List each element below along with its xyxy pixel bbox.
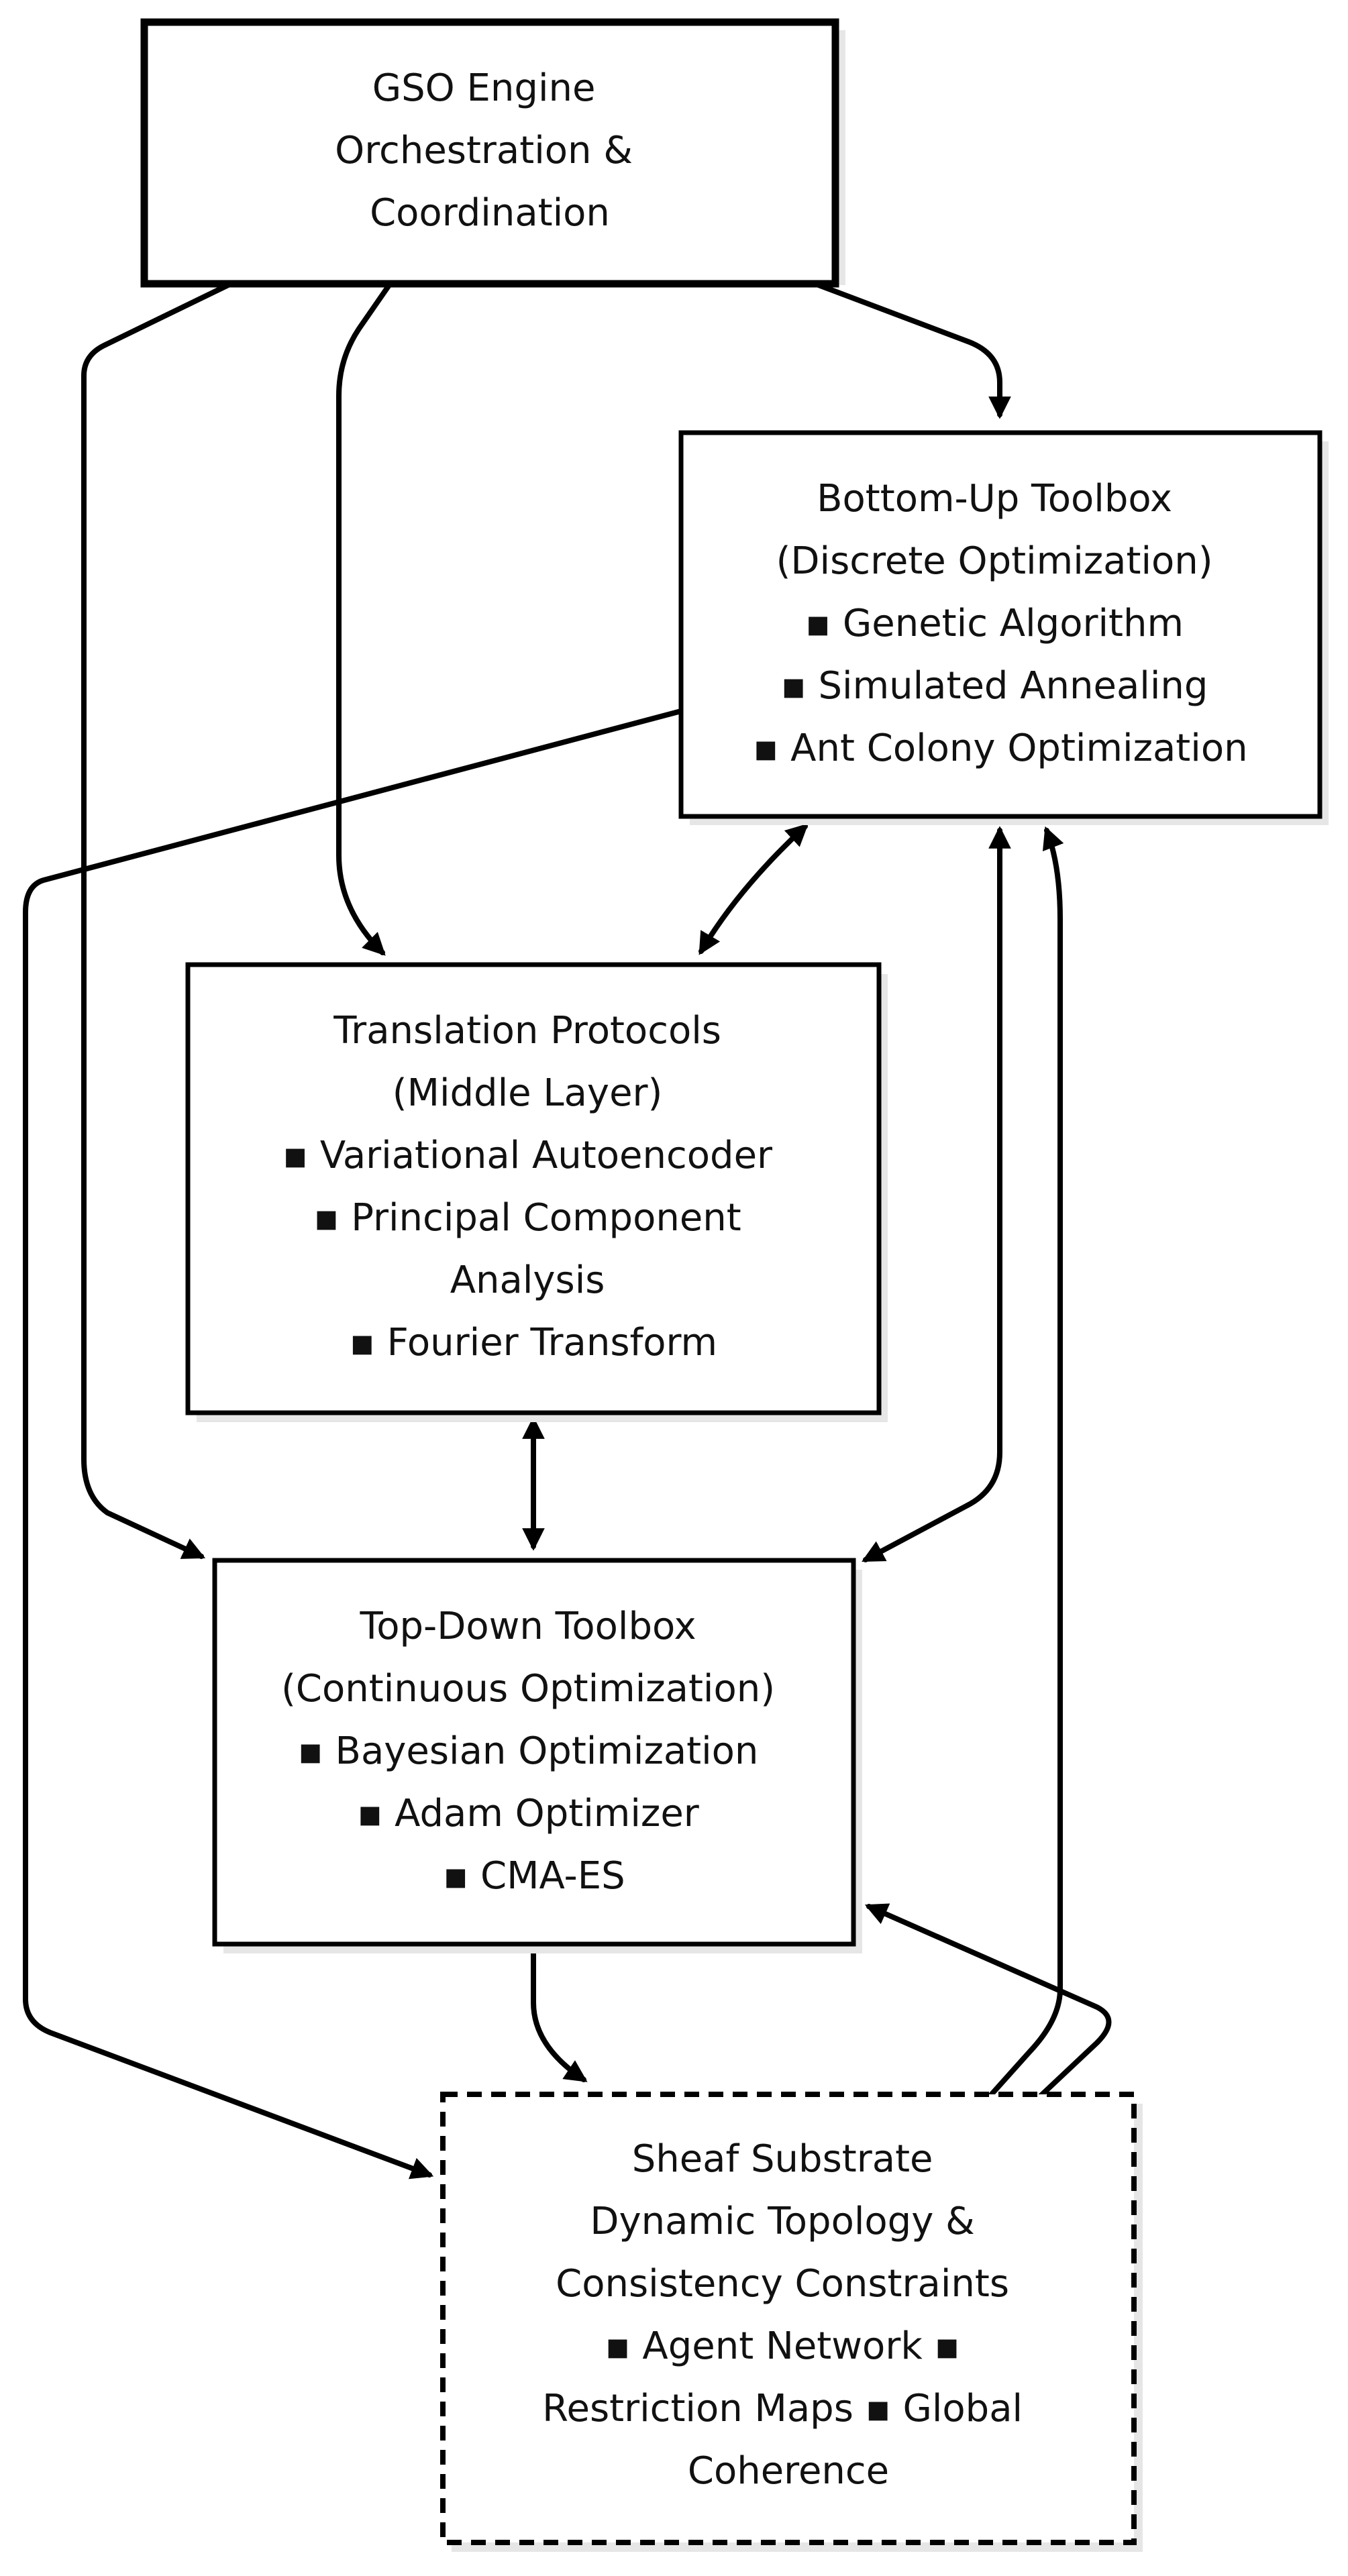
- node-top-down-line-4: ▪ Adam Optimizer: [357, 1792, 699, 1835]
- edge-gso-to-top-down: [81, 282, 231, 1559]
- svg-text:Top-Down Toolbox (Contin: Top-Down Toolbox (Continuous Optimizatio…: [281, 1605, 787, 1898]
- node-sheaf-line-3: Consistency Constraints: [556, 2262, 1009, 2306]
- node-translation-line-1: Translation Protocols: [333, 1009, 721, 1053]
- edge-bottom-up-top-down-bidirectional: [862, 826, 1011, 1562]
- node-sheaf-line-2: Dynamic Topology &: [590, 2200, 975, 2243]
- svg-text:Translation Protocols (M: Translation Protocols (Middle Layer) ▪ V…: [282, 1009, 784, 1364]
- node-translation-line-6: ▪ Fourier Transform: [350, 1321, 717, 1364]
- node-sheaf-line-1: Sheaf Substrate: [632, 2137, 933, 2181]
- node-translation-line-5: Analysis: [450, 1258, 605, 1302]
- edge-top-down-to-sheaf: [531, 1946, 588, 2082]
- svg-text:Sheaf Substrate Dynamic: Sheaf Substrate Dynamic Topology & Consi…: [542, 2137, 1035, 2493]
- node-sheaf-line-6: Coherence: [688, 2449, 889, 2493]
- node-top-down-line-1: Top-Down Toolbox: [360, 1605, 696, 1648]
- node-gso-engine: GSO Engine Orchestration & Coordination: [140, 18, 845, 288]
- edge-gso-to-translation: [336, 282, 392, 956]
- node-sheaf-line-5: Restriction Maps ▪ Global: [542, 2387, 1023, 2430]
- edge-sheaf-to-top-down: [864, 1903, 1112, 2099]
- edge-bottom-up-to-sheaf: [23, 708, 684, 2180]
- node-top-down-line-3: ▪ Bayesian Optimization: [298, 1729, 759, 1773]
- node-sheaf-substrate: Sheaf Substrate Dynamic Topology & Consi…: [440, 2092, 1143, 2552]
- node-translation-line-3: ▪ Variational Autoencoder: [282, 1134, 773, 1177]
- svg-text:GSO Engine Orchestration: GSO Engine Orchestration & Coordination: [335, 66, 645, 235]
- node-bottom-up-line-2: (Discrete Optimization): [776, 539, 1213, 583]
- node-sheaf-line-4: ▪ Agent Network ▪: [605, 2324, 960, 2368]
- node-translation-line-2: (Middle Layer): [393, 1071, 663, 1115]
- node-bottom-up-line-4: ▪ Simulated Annealing: [781, 664, 1208, 708]
- svg-text:Bottom-Up Toolbox (Discr: Bottom-Up Toolbox (Discrete Optimization…: [753, 477, 1247, 770]
- node-translation-line-4: ▪ Principal Component: [313, 1196, 741, 1240]
- node-bottom-up-line-5: ▪ Ant Colony Optimization: [753, 727, 1247, 770]
- node-bottom-up-line-1: Bottom-Up Toolbox: [817, 477, 1172, 521]
- edge-sheaf-to-bottom-up: [987, 826, 1064, 2099]
- node-bottom-up-line-3: ▪ Genetic Algorithm: [805, 602, 1184, 645]
- node-top-down-line-2: (Continuous Optimization): [281, 1667, 775, 1711]
- edge-bottom-up-translation-bidirectional: [698, 823, 809, 955]
- node-top-down-line-5: ▪ CMA-ES: [443, 1854, 625, 1898]
- node-gso-engine-line-1: GSO Engine: [372, 66, 596, 110]
- node-gso-engine-line-3: Coordination: [370, 191, 610, 235]
- node-translation-protocols: Translation Protocols (Middle Layer) ▪ V…: [185, 962, 888, 1422]
- edge-gso-to-bottom-up: [816, 282, 1011, 419]
- node-gso-engine-line-2: Orchestration &: [335, 129, 633, 172]
- node-top-down-toolbox: Top-Down Toolbox (Continuous Optimizatio…: [212, 1558, 862, 1953]
- node-bottom-up-toolbox: Bottom-Up Toolbox (Discrete Optimization…: [678, 430, 1329, 825]
